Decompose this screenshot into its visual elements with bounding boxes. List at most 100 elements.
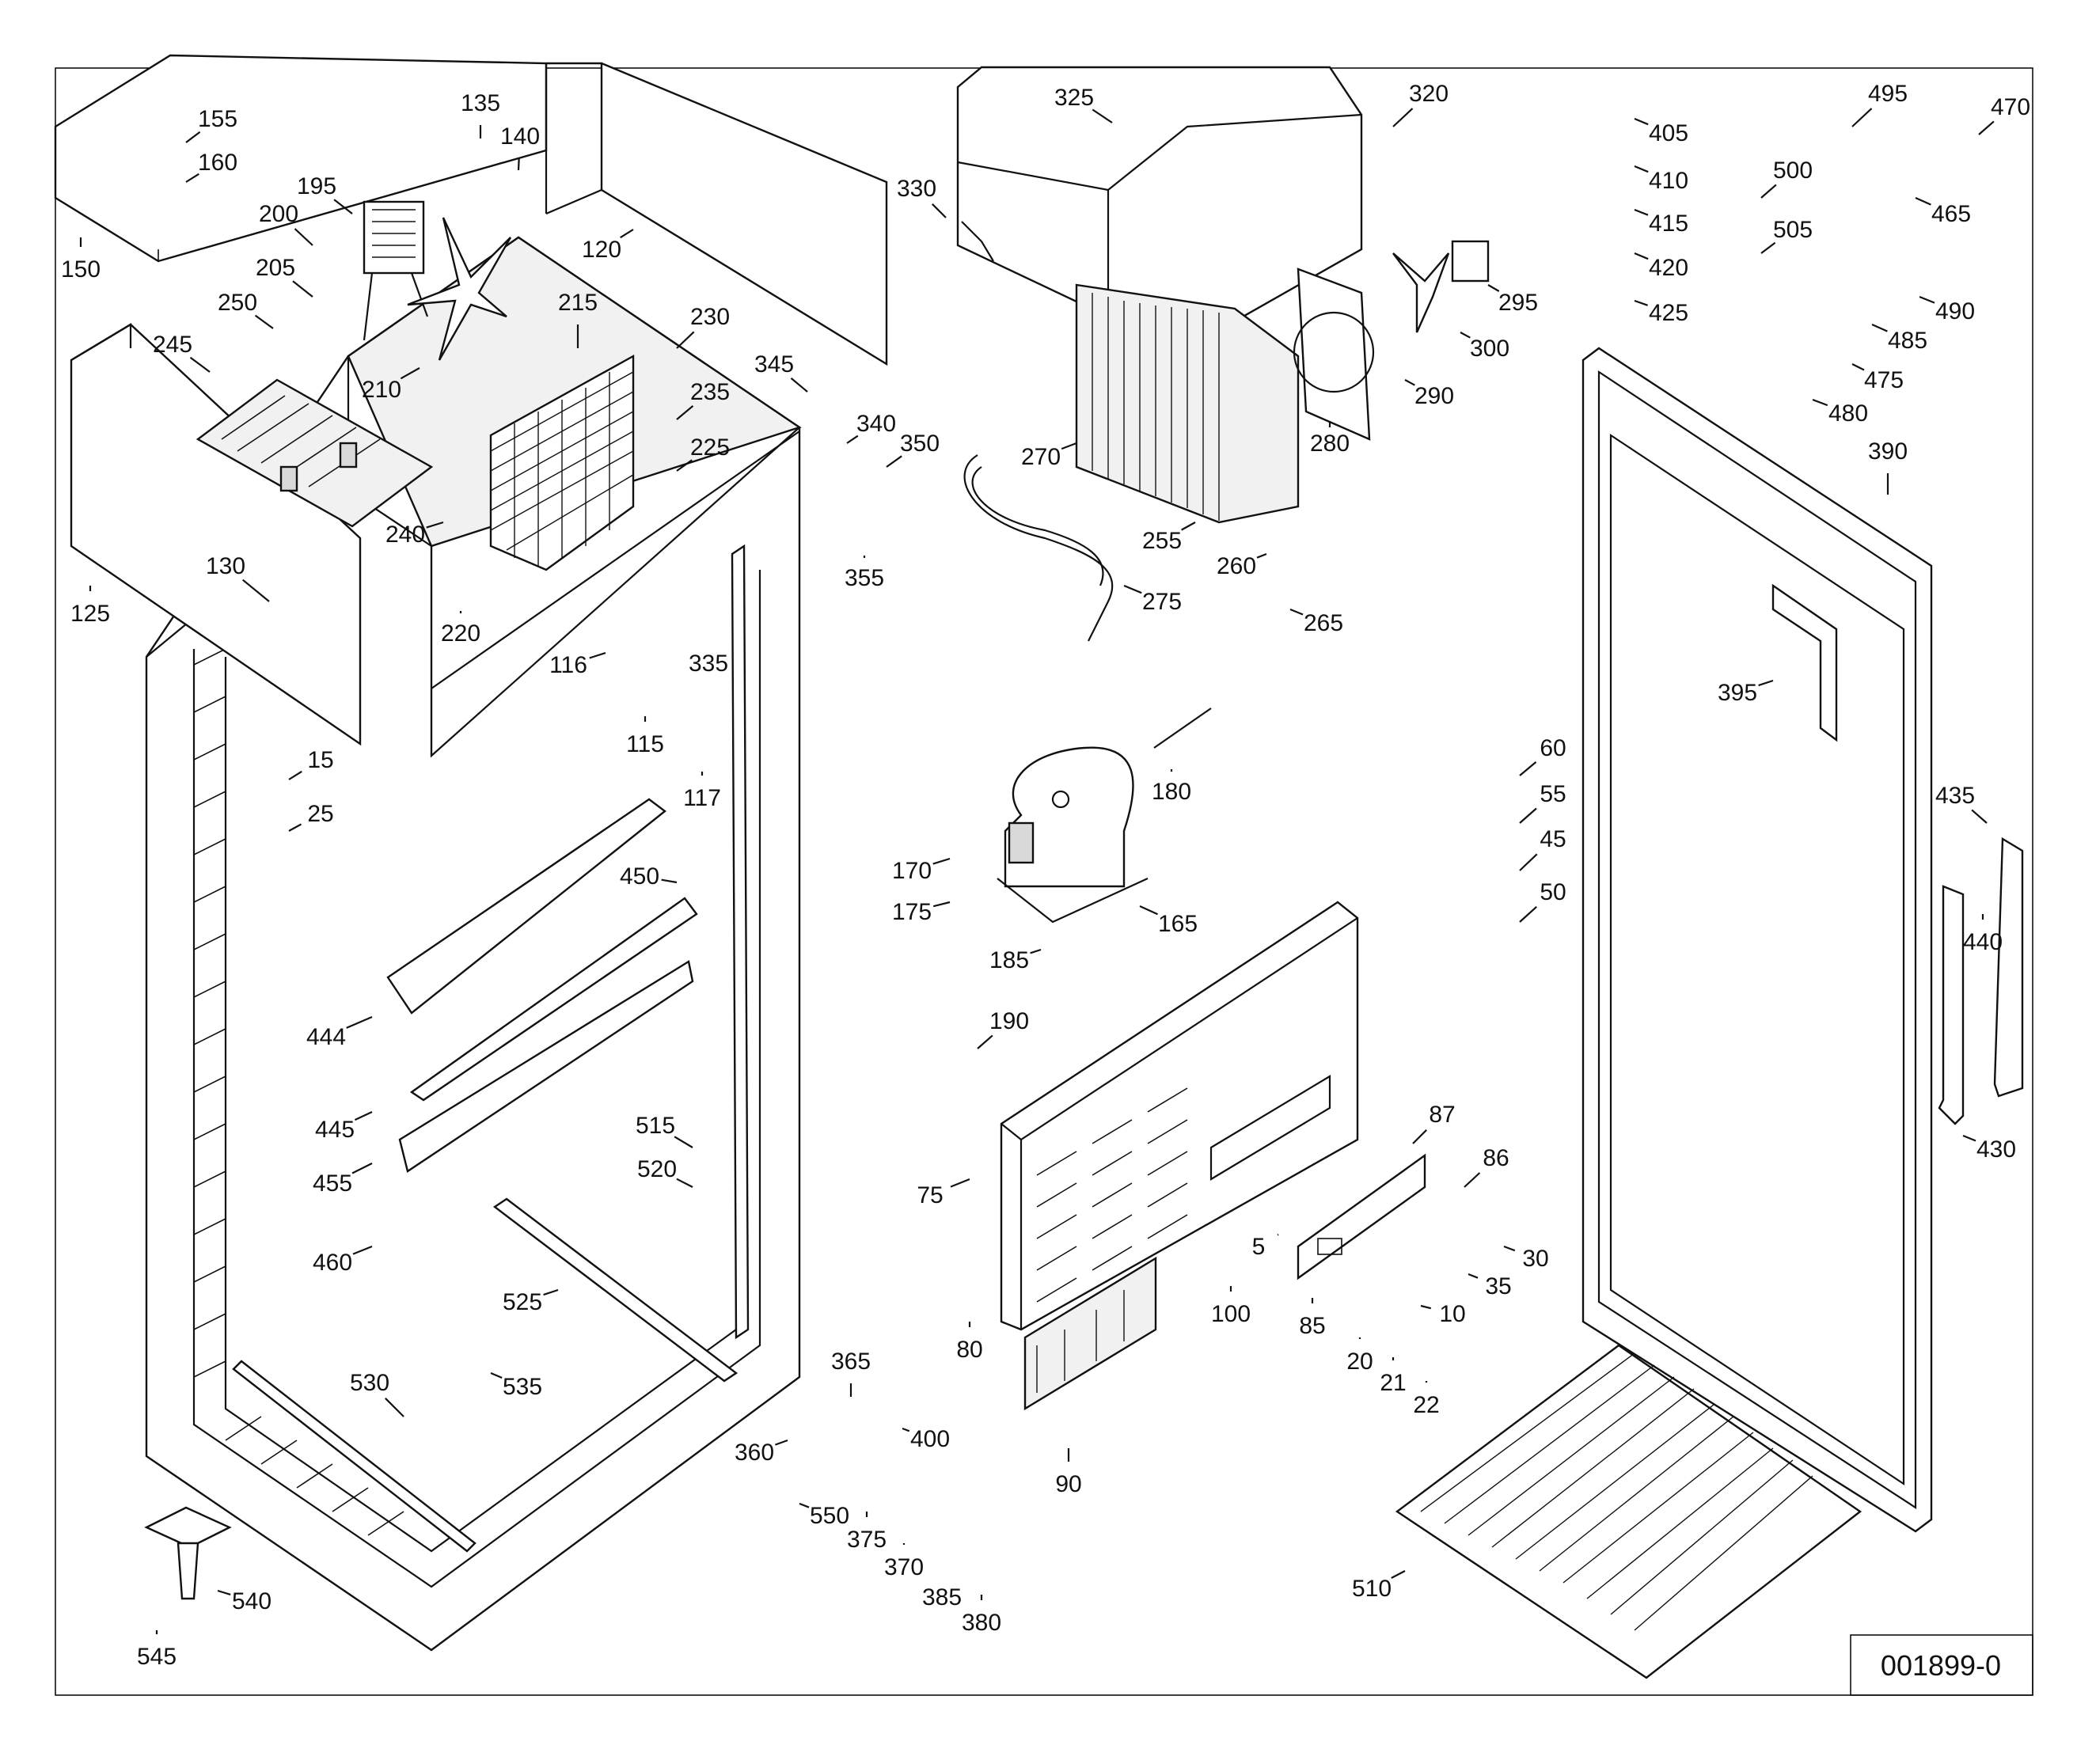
callout-475: 475	[1851, 363, 1904, 393]
callout-leader	[185, 131, 201, 143]
doc-id-box	[1850, 1634, 2033, 1696]
callout-540: 540	[217, 1588, 271, 1614]
callout-205: 205	[256, 255, 313, 298]
callout-leader	[352, 1245, 373, 1255]
callout-label: 275	[1142, 589, 1182, 615]
callout-185: 185	[989, 947, 1042, 973]
callout-300: 300	[1460, 332, 1509, 362]
callout-label: 280	[1310, 431, 1350, 457]
callout-leader	[1971, 809, 1988, 824]
callout-165: 165	[1139, 905, 1198, 937]
callout-leader	[775, 1439, 788, 1446]
callout-label: 320	[1409, 81, 1449, 107]
callout-label: 270	[1021, 444, 1061, 470]
callout-530: 530	[350, 1370, 404, 1417]
callout-leader	[1634, 208, 1649, 216]
callout-215: 215	[558, 290, 598, 348]
callout-label: 350	[900, 431, 940, 457]
callout-label: 444	[306, 1024, 346, 1050]
callout-leader	[676, 331, 695, 349]
callout-label: 460	[313, 1250, 352, 1276]
callout-label: 260	[1217, 553, 1256, 579]
callout-label: 160	[198, 150, 237, 176]
callout-465: 465	[1915, 196, 1971, 227]
callout-label: 485	[1888, 328, 1927, 354]
rail-525	[492, 1197, 739, 1383]
gasket-395	[1771, 583, 1838, 742]
callout-480: 480	[1812, 398, 1868, 427]
callout-leader	[661, 878, 678, 884]
callout-20: 20	[1346, 1337, 1373, 1375]
callout-495: 495	[1851, 81, 1908, 127]
callout-460: 460	[313, 1245, 373, 1276]
callout-leader	[333, 199, 353, 214]
callout-350: 350	[886, 431, 940, 468]
callout-490: 490	[1919, 295, 1975, 324]
callout-100: 100	[1211, 1286, 1251, 1327]
condenser-255	[1075, 283, 1300, 524]
callout-label: 75	[917, 1182, 943, 1208]
callout-leader	[1404, 379, 1415, 386]
callout-leader	[288, 823, 302, 832]
callout-leader	[1392, 108, 1414, 127]
callout-175: 175	[892, 899, 951, 925]
callout-label: 50	[1540, 879, 1566, 905]
rail-530	[232, 1360, 477, 1553]
callout-leader	[217, 1589, 231, 1595]
callout-leader	[790, 377, 808, 393]
filter-90	[1023, 1256, 1157, 1411]
condensing-unit-cover-320	[956, 66, 1363, 350]
callout-label: 85	[1299, 1313, 1325, 1339]
evaporator-215	[489, 354, 635, 571]
callout-75: 75	[917, 1178, 970, 1208]
handle-430	[1938, 885, 1965, 1125]
callout-label: 330	[897, 176, 936, 202]
callout-455: 455	[313, 1163, 373, 1197]
callout-label: 420	[1649, 255, 1688, 281]
callout-label: 355	[845, 565, 884, 591]
callout-label: 225	[690, 434, 730, 461]
callout-50: 50	[1519, 879, 1566, 923]
callout-leader	[1487, 284, 1500, 292]
channel-455	[398, 960, 694, 1173]
callout-leader	[674, 1136, 693, 1148]
fan-blade-300	[1392, 252, 1450, 333]
callout-115: 115	[626, 716, 664, 757]
callout-leader	[846, 434, 859, 444]
callout-label: 475	[1864, 367, 1904, 393]
callout-270: 270	[1021, 442, 1077, 470]
callout-35: 35	[1468, 1273, 1512, 1299]
callout-445: 445	[315, 1111, 373, 1143]
callout-label: 86	[1483, 1145, 1509, 1171]
callout-355: 355	[845, 556, 884, 591]
electrical-box-75	[1000, 901, 1359, 1331]
callout-380: 380	[962, 1595, 1001, 1636]
callout-leader	[1464, 1172, 1481, 1188]
callout-leader	[589, 651, 606, 659]
callout-290: 290	[1404, 379, 1454, 409]
callout-leader	[517, 157, 520, 171]
callout-leader	[1851, 108, 1873, 127]
callout-60: 60	[1519, 735, 1566, 776]
callout-leader	[1519, 853, 1538, 871]
callout-label: 495	[1868, 81, 1908, 107]
callout-label: 530	[350, 1370, 389, 1396]
callout-label: 370	[884, 1554, 924, 1580]
callout-label: 395	[1718, 680, 1757, 706]
callout-leader	[799, 1502, 810, 1508]
callout-label: 465	[1931, 201, 1971, 227]
callout-label: 550	[810, 1503, 849, 1529]
callout-label: 365	[831, 1349, 871, 1375]
callout-leader	[254, 314, 274, 329]
callout-label: 325	[1054, 85, 1094, 111]
callout-155: 155	[185, 106, 237, 143]
callout-5: 5	[1252, 1234, 1279, 1260]
callout-87: 87	[1412, 1102, 1456, 1144]
callout-leader	[1519, 905, 1537, 923]
callout-220: 220	[441, 611, 480, 647]
callout-leader	[1460, 332, 1471, 339]
tube-445	[409, 897, 698, 1102]
callout-label: 30	[1522, 1246, 1548, 1272]
